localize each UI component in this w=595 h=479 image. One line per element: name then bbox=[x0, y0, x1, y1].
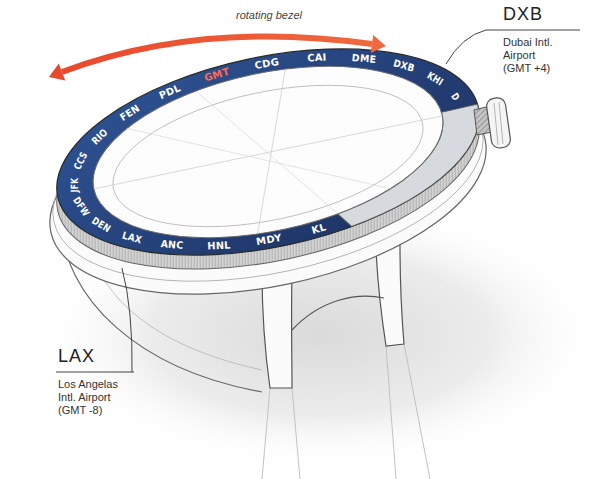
construction-line bbox=[160, 60, 380, 250]
construction-lines bbox=[60, 30, 480, 290]
callout-underline bbox=[486, 30, 580, 31]
construction-line bbox=[90, 120, 440, 200]
strap-line bbox=[262, 388, 270, 479]
bezel-code: CAI bbox=[307, 53, 327, 64]
lug bbox=[376, 245, 404, 346]
bezel-insert bbox=[38, 14, 498, 289]
strap-line bbox=[386, 346, 396, 479]
crown-groove bbox=[499, 102, 503, 144]
crystal bbox=[77, 38, 458, 267]
strap-line bbox=[404, 344, 430, 479]
crystal-dome bbox=[100, 61, 436, 252]
annotation: rotating bezel bbox=[236, 9, 302, 21]
leader-line bbox=[446, 30, 486, 64]
construction-line bbox=[248, 30, 292, 290]
callout-heading: DXB bbox=[503, 4, 543, 25]
arrow-head bbox=[49, 64, 65, 81]
bezel-code: JFK bbox=[69, 178, 79, 193]
strap-line bbox=[292, 388, 300, 479]
crown bbox=[486, 97, 512, 149]
crown-groove bbox=[494, 103, 498, 145]
rotation-arrow bbox=[62, 36, 372, 72]
bezel-code: DME bbox=[351, 53, 376, 65]
arrow-head bbox=[371, 35, 386, 53]
leader-line bbox=[122, 268, 132, 372]
callout-underline bbox=[56, 372, 134, 373]
callout-text: Dubai Intl. Airport (GMT +4) bbox=[503, 36, 563, 75]
case-step bbox=[34, 36, 503, 317]
callout-heading: LAX bbox=[58, 346, 95, 367]
callout-text: Los Angelas Intl. Airport (GMT -8) bbox=[58, 378, 126, 417]
lug-arch bbox=[292, 296, 384, 330]
bezel-code: HNL bbox=[207, 240, 231, 251]
